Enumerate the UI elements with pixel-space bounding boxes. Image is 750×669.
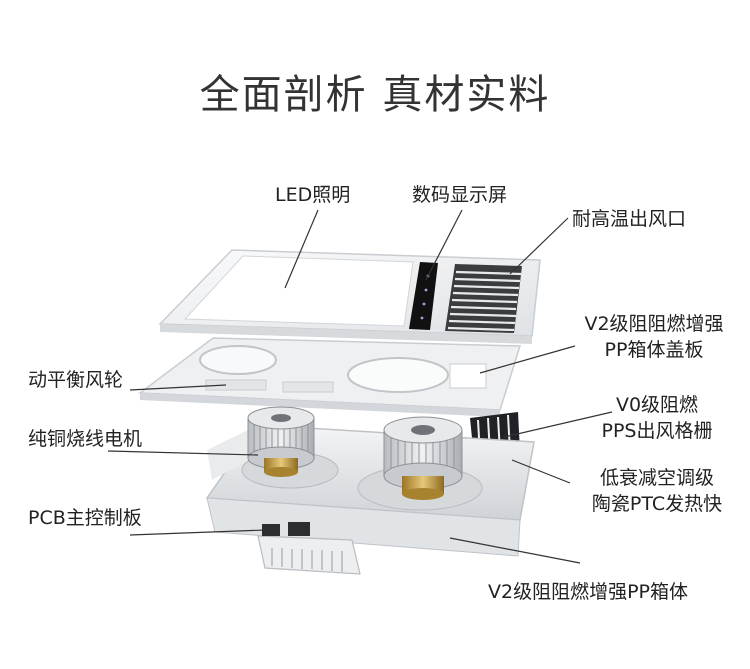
leader-lines xyxy=(107,209,613,564)
label-grille-line2: PPS出风格栅 xyxy=(601,420,713,442)
label-pcb-board: PCB主控制板 xyxy=(28,507,142,529)
digital-display-strip xyxy=(409,262,438,330)
leader-fan xyxy=(129,384,227,391)
led-light-panel xyxy=(183,255,414,327)
leader-motor xyxy=(107,450,259,456)
label-housing-box: V2级阻阻燃增强PP箱体 xyxy=(488,581,689,603)
fan-wheel-left xyxy=(247,406,315,477)
label-ptc-line1: 低衰减空调级 xyxy=(599,467,714,489)
label-fan-wheel: 动平衡风轮 xyxy=(28,369,124,391)
label-ptc-line2: 陶瓷PTC发热快 xyxy=(591,493,723,515)
label-grille-line1: V0级阻燃 xyxy=(615,394,699,416)
leader-box xyxy=(449,537,581,564)
fan-wheel-right xyxy=(383,416,463,500)
leader-vent xyxy=(509,217,569,275)
label-cover-line1: V2级阻阻燃增强 xyxy=(584,313,724,335)
leader-display xyxy=(425,209,463,281)
leader-grille xyxy=(503,411,613,438)
leader-cover xyxy=(479,345,576,374)
cover-plate xyxy=(137,337,522,417)
label-led-lighting: LED照明 xyxy=(275,184,351,206)
label-copper-motor: 纯铜烧线电机 xyxy=(28,428,143,450)
face-panel xyxy=(158,249,541,344)
vent-grille xyxy=(445,264,522,333)
label-cover-line2: PP箱体盖板 xyxy=(604,339,704,361)
label-high-temp-vent: 耐高温出风口 xyxy=(572,208,687,230)
leader-ptc xyxy=(511,459,571,484)
page-title: 全面剖析 真材实料 xyxy=(199,72,551,118)
pcb-board xyxy=(257,522,361,575)
label-digital-display: 数码显示屏 xyxy=(412,184,508,206)
leader-pcb xyxy=(129,529,267,536)
leader-led xyxy=(284,209,319,289)
